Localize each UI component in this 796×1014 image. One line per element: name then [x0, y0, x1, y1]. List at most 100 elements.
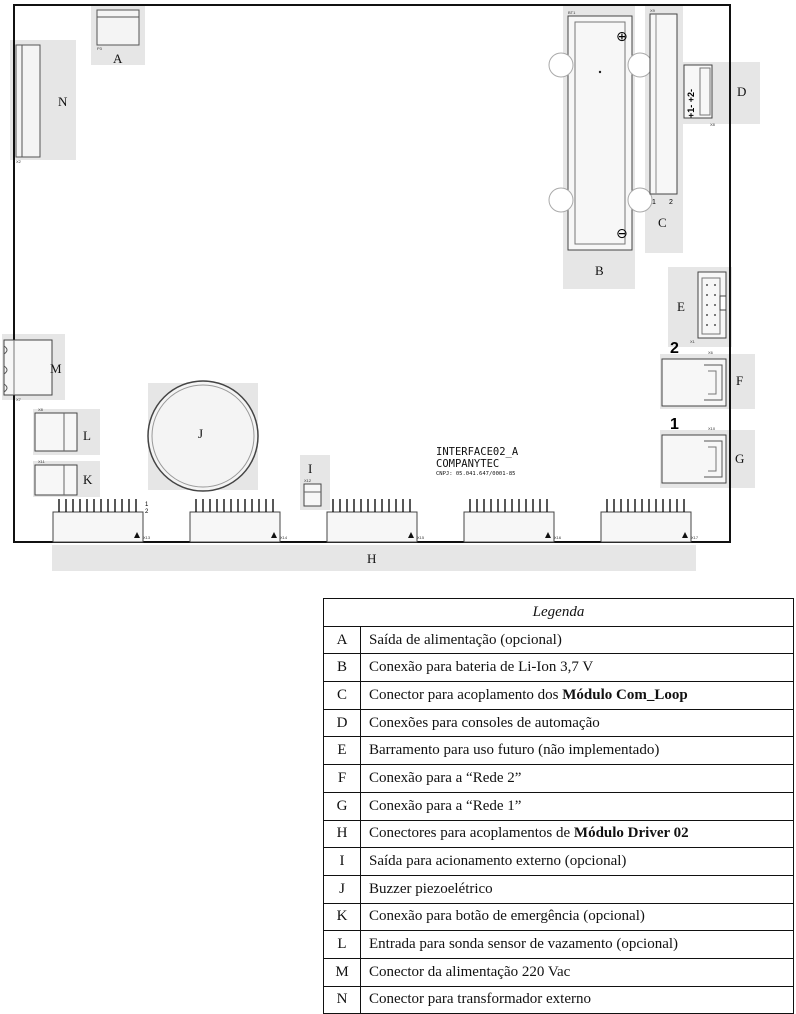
silk-a: P3	[97, 46, 103, 51]
h-pin-1: 1	[145, 502, 149, 508]
silk-e: X1	[690, 339, 696, 344]
network-2-number: 2	[670, 340, 679, 357]
legend-description: Conector para acoplamento dos Módulo Com…	[360, 681, 794, 710]
legend-text: Saída para acionamento externo (opcional…	[369, 853, 627, 870]
legend-text: Conexão para botão de emergência (opcion…	[369, 908, 645, 925]
battery-holder	[567, 15, 633, 251]
silk-g: X10	[708, 426, 716, 431]
battery-plus-icon: ⊕	[616, 29, 628, 45]
legend-key: I	[323, 847, 361, 876]
legend-description: Conexão para botão de emergência (opcion…	[360, 902, 794, 932]
legend-text: Conexão para a “Rede 1”	[369, 797, 522, 814]
legend-text: Conector para acoplamento dos	[369, 686, 563, 703]
legend-key: C	[323, 681, 361, 710]
header-e-pins	[706, 284, 716, 326]
driver-header: X17	[600, 499, 699, 543]
label-m: M	[50, 361, 62, 376]
silk-h5: X17	[691, 535, 699, 540]
legend-key: D	[323, 708, 361, 738]
legend-description: Conexão para bateria de Li-Ion 3,7 V	[360, 653, 794, 683]
legend-description: Conector para transformador externo	[360, 985, 794, 1014]
legend-key: K	[323, 902, 361, 932]
legend-text: Conexão para bateria de Li-Ion 3,7 V	[369, 659, 594, 676]
legend-text: Saída de alimentação (opcional)	[369, 631, 562, 648]
silk-h2: X14	[280, 535, 288, 540]
label-b: B	[595, 263, 604, 278]
legend-description: Conectores para acoplamentos de Módulo D…	[360, 819, 794, 849]
legend-key: M	[323, 957, 361, 987]
connector-g	[661, 434, 727, 484]
c-pin-1: 1	[652, 199, 656, 206]
label-a: A	[113, 51, 123, 66]
connector-c	[649, 13, 678, 195]
connector-a	[96, 9, 140, 46]
label-c: C	[658, 215, 667, 230]
silk-i: X12	[304, 478, 312, 483]
silk-l: X8	[38, 407, 44, 412]
legend-key: N	[323, 985, 361, 1014]
legend-key: B	[323, 653, 361, 683]
legend-description: Entrada para sonda sensor de vazamento (…	[360, 930, 794, 959]
driver-header: X16	[463, 499, 562, 543]
legend-description: Buzzer piezoelétrico	[360, 874, 794, 904]
legend-row: D Conexões para consoles de automação	[323, 708, 794, 738]
legend-description: Conexão para a “Rede 1”	[360, 791, 794, 821]
label-n: N	[58, 94, 68, 109]
legend-row: B Conexão para bateria de Li-Ion 3,7 V	[323, 653, 794, 683]
legend-text: Conexão para a “Rede 2”	[369, 769, 522, 786]
legend-key: H	[323, 819, 361, 849]
buzzer-icon	[147, 380, 259, 492]
connector-l	[34, 412, 78, 452]
region-h	[52, 545, 696, 571]
product-marking-line1: INTERFACE02_A	[436, 446, 519, 458]
label-i: I	[308, 461, 312, 476]
label-g: G	[735, 451, 744, 466]
legend-row: I Saída para acionamento externo (opciona…	[323, 847, 794, 876]
legend-bold-text: Módulo Com_Loop	[562, 686, 688, 703]
silk-h1: X13	[143, 535, 151, 540]
label-j: J	[198, 426, 203, 441]
label-l: L	[83, 428, 91, 443]
legend-key: F	[323, 764, 361, 793]
legend-row: K Conexão para botão de emergência (opcio…	[323, 902, 794, 932]
connector-m	[3, 339, 53, 396]
connector-i	[303, 483, 322, 507]
legend-text: Buzzer piezoelétrico	[369, 880, 493, 897]
silk-h4: X16	[554, 535, 562, 540]
connector-n	[15, 44, 41, 158]
battery-minus-icon: ⊖	[616, 226, 628, 242]
legend-description: Conexões para consoles de automação	[360, 708, 794, 738]
label-d: D	[737, 84, 746, 99]
legend-description: Conexão para a “Rede 2”	[360, 764, 794, 793]
legend-row: F Conexão para a “Rede 2”	[323, 764, 794, 793]
label-f: F	[736, 373, 743, 388]
silk-c: X9	[650, 8, 656, 13]
legend-title: Legenda	[323, 598, 794, 627]
h-pin-2: 2	[145, 509, 149, 515]
silk-n: X2	[16, 159, 22, 164]
legend-key: L	[323, 930, 361, 959]
driver-header: X14	[189, 499, 288, 543]
label-h: H	[367, 551, 376, 566]
silk-m: X7	[16, 397, 22, 402]
label-e: E	[677, 299, 685, 314]
label-k: K	[83, 472, 93, 487]
silk-d: X8	[710, 122, 716, 127]
legend-text: Barramento para uso futuro (não implemen…	[369, 742, 660, 759]
silk-b: BT1	[568, 10, 576, 15]
connector-d	[683, 64, 713, 119]
product-marking-line2: COMPANYTEC	[436, 458, 499, 470]
legend-description: Saída de alimentação (opcional)	[360, 625, 794, 655]
connector-f	[661, 358, 727, 407]
legend-text: Conexões para consoles de automação	[369, 714, 600, 731]
pcb-diagram: P3 X2 ⊕ ⊖ BT1 X9 1 2 +1- +2- X8 X1 2 X6 …	[2, 4, 760, 571]
